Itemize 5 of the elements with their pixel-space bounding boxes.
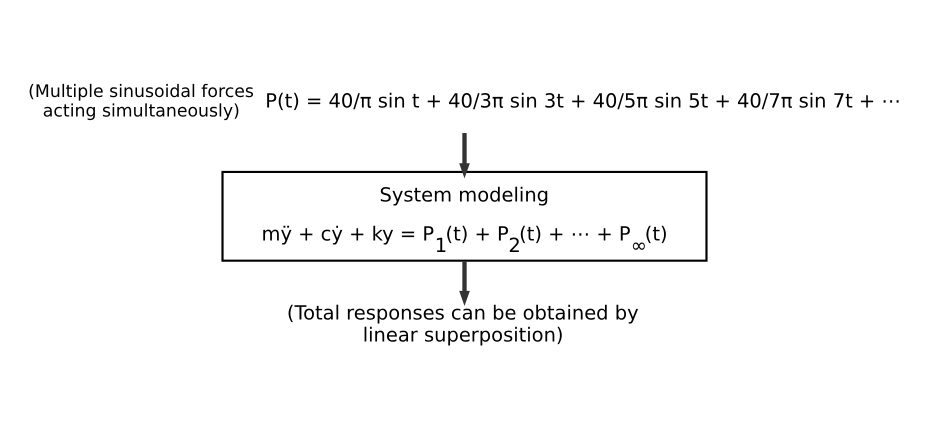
arrow [459, 133, 470, 178]
node-text: P(t) = 40/π sin t + 40/3π sin 3t + 40/5π sin 5t + 40/7π sin 7t + ⋯ [265, 89, 901, 112]
arrow [459, 261, 470, 306]
node-text: (Total responses can be obtained by linear superposition) [286, 302, 639, 346]
node-label: (Multiple sinusoidal forces acting simultaneously) [28, 82, 254, 122]
